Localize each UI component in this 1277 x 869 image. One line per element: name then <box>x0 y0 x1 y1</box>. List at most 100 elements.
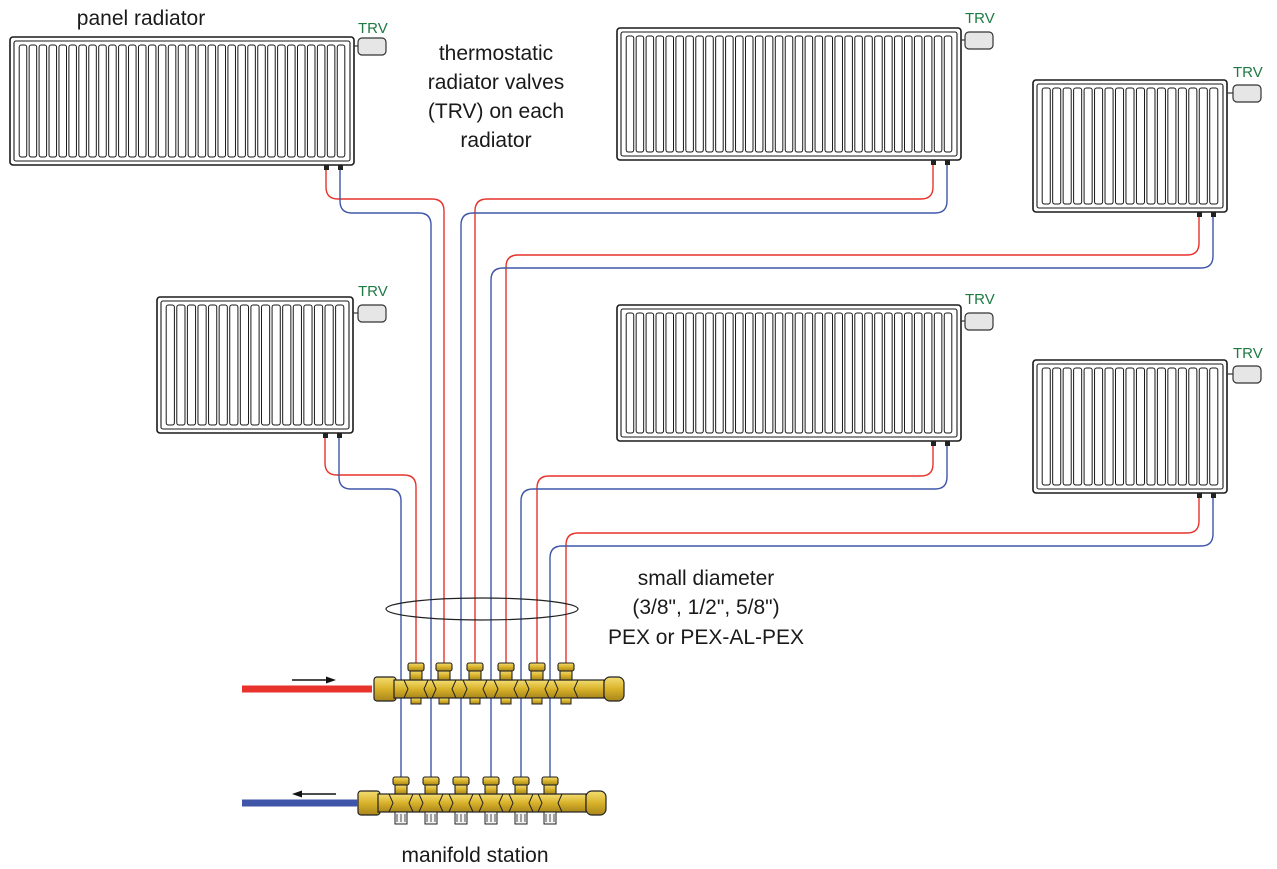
radiator-fin <box>874 35 883 153</box>
port-fitting <box>482 776 500 786</box>
radiator-fin <box>247 44 256 158</box>
radiator-fin <box>754 35 764 153</box>
supply-connection <box>323 433 328 438</box>
trv-label: TRV <box>358 283 388 300</box>
radiator-fin <box>1041 367 1051 486</box>
radiator-fin <box>197 304 207 426</box>
radiator-fin <box>1104 87 1114 205</box>
radiator-fin <box>635 35 645 153</box>
return-connection <box>945 441 950 446</box>
radiator-fin <box>1062 87 1072 205</box>
radiator-fin <box>1052 367 1062 486</box>
radiator-fin <box>804 312 814 434</box>
radiator-fin <box>685 35 694 153</box>
radiator-fin <box>287 44 296 158</box>
radiator-inner-frame <box>620 308 958 438</box>
radiator-fin <box>1146 367 1156 486</box>
supply-connection <box>324 165 329 170</box>
radiator-fin <box>137 44 147 158</box>
radiator-fin <box>834 312 843 434</box>
radiator-fin <box>894 35 903 153</box>
radiator-fin <box>744 312 754 434</box>
supply-connection <box>1197 493 1202 498</box>
supply-pipe <box>324 438 417 668</box>
port-fitting <box>528 662 546 672</box>
supply-flow-arrow <box>292 676 336 684</box>
radiator-fin <box>186 304 197 426</box>
radiator-fin <box>187 44 197 158</box>
radiator-fin <box>655 312 665 434</box>
radiator-fin <box>1094 367 1104 486</box>
supply-pipe <box>505 217 1200 668</box>
return-pipe <box>520 446 948 780</box>
rad-1: TRV <box>9 20 388 170</box>
radiator-fin <box>794 312 804 434</box>
port-fitting <box>392 776 410 786</box>
panel-radiator-label: panel radiator <box>77 7 205 30</box>
radiator-outer-frame <box>616 304 962 442</box>
radiator-fin <box>1188 367 1198 486</box>
radiator-fin <box>218 304 228 426</box>
radiator-fin <box>335 304 345 426</box>
radiator-fin <box>282 304 292 426</box>
trv-callout-line-2: radiator valves <box>428 71 565 94</box>
radiator-fin <box>834 35 843 153</box>
radiator-fin <box>316 44 326 158</box>
radiator-fin <box>774 312 784 434</box>
radiator-fin <box>250 304 260 426</box>
radiator-fin <box>1167 87 1177 205</box>
radiator-fin <box>824 35 834 153</box>
radiator-inner-frame <box>1036 363 1224 490</box>
radiator-fin <box>1073 367 1083 486</box>
radiator-fin <box>744 35 754 153</box>
radiator-fin <box>784 35 794 153</box>
return-pipe <box>338 438 402 780</box>
supply-pipe <box>536 446 934 668</box>
radiator-fin <box>874 312 883 434</box>
return-pipe <box>339 170 432 780</box>
radiator-fin <box>239 304 250 426</box>
trv-callout: thermostatic radiator valves (TRV) on ea… <box>428 42 565 152</box>
radiator-fin <box>695 312 704 434</box>
return-connection <box>1211 493 1216 498</box>
pipe-callout: small diameter (3/8", 1/2", 5/8") PEX or… <box>608 567 804 649</box>
radiator-fin <box>98 44 107 158</box>
radiator-fin <box>260 304 271 426</box>
radiator-fin <box>1135 87 1146 205</box>
radiator-fin <box>1167 367 1177 486</box>
radiator-fin <box>1073 87 1083 205</box>
radiator-fin <box>1209 367 1219 486</box>
pipe-bundle-ellipse <box>385 597 579 621</box>
radiator-inner-frame <box>160 300 350 430</box>
trv-callout-line-4: radiator <box>460 129 531 152</box>
supply-pipe <box>565 498 1200 668</box>
radiator-fin <box>675 312 684 434</box>
trv-valve-icon <box>1232 365 1262 384</box>
port-fitting <box>541 776 559 786</box>
return-connection <box>1211 212 1216 217</box>
radiator-fin <box>1083 87 1093 205</box>
radiator-fin <box>844 35 853 153</box>
supply-connection <box>931 160 936 165</box>
radiator-fin <box>735 35 744 153</box>
port-fitting <box>512 776 530 786</box>
manifold-station-label: manifold station <box>401 844 548 867</box>
radiator-fin <box>208 304 218 426</box>
radiator-fin <box>814 312 824 434</box>
radiator-fin <box>625 312 635 434</box>
trv-label: TRV <box>965 10 995 27</box>
radiator-fin <box>1156 87 1166 205</box>
radiator-fin <box>1198 367 1208 486</box>
radiator-fin <box>764 35 774 153</box>
radiator-inner-frame <box>13 40 351 162</box>
radiator-fin <box>933 35 943 153</box>
return-connection <box>945 160 950 165</box>
radiator-fin <box>923 312 933 434</box>
pipe-callout-line-2: (3/8", 1/2", 5/8") <box>632 596 779 619</box>
radiator-inner-frame <box>1036 83 1224 209</box>
radiator-fin <box>28 44 38 158</box>
radiator-fin <box>685 312 694 434</box>
supply-pipe <box>325 170 445 668</box>
radiator-fin <box>735 312 744 434</box>
